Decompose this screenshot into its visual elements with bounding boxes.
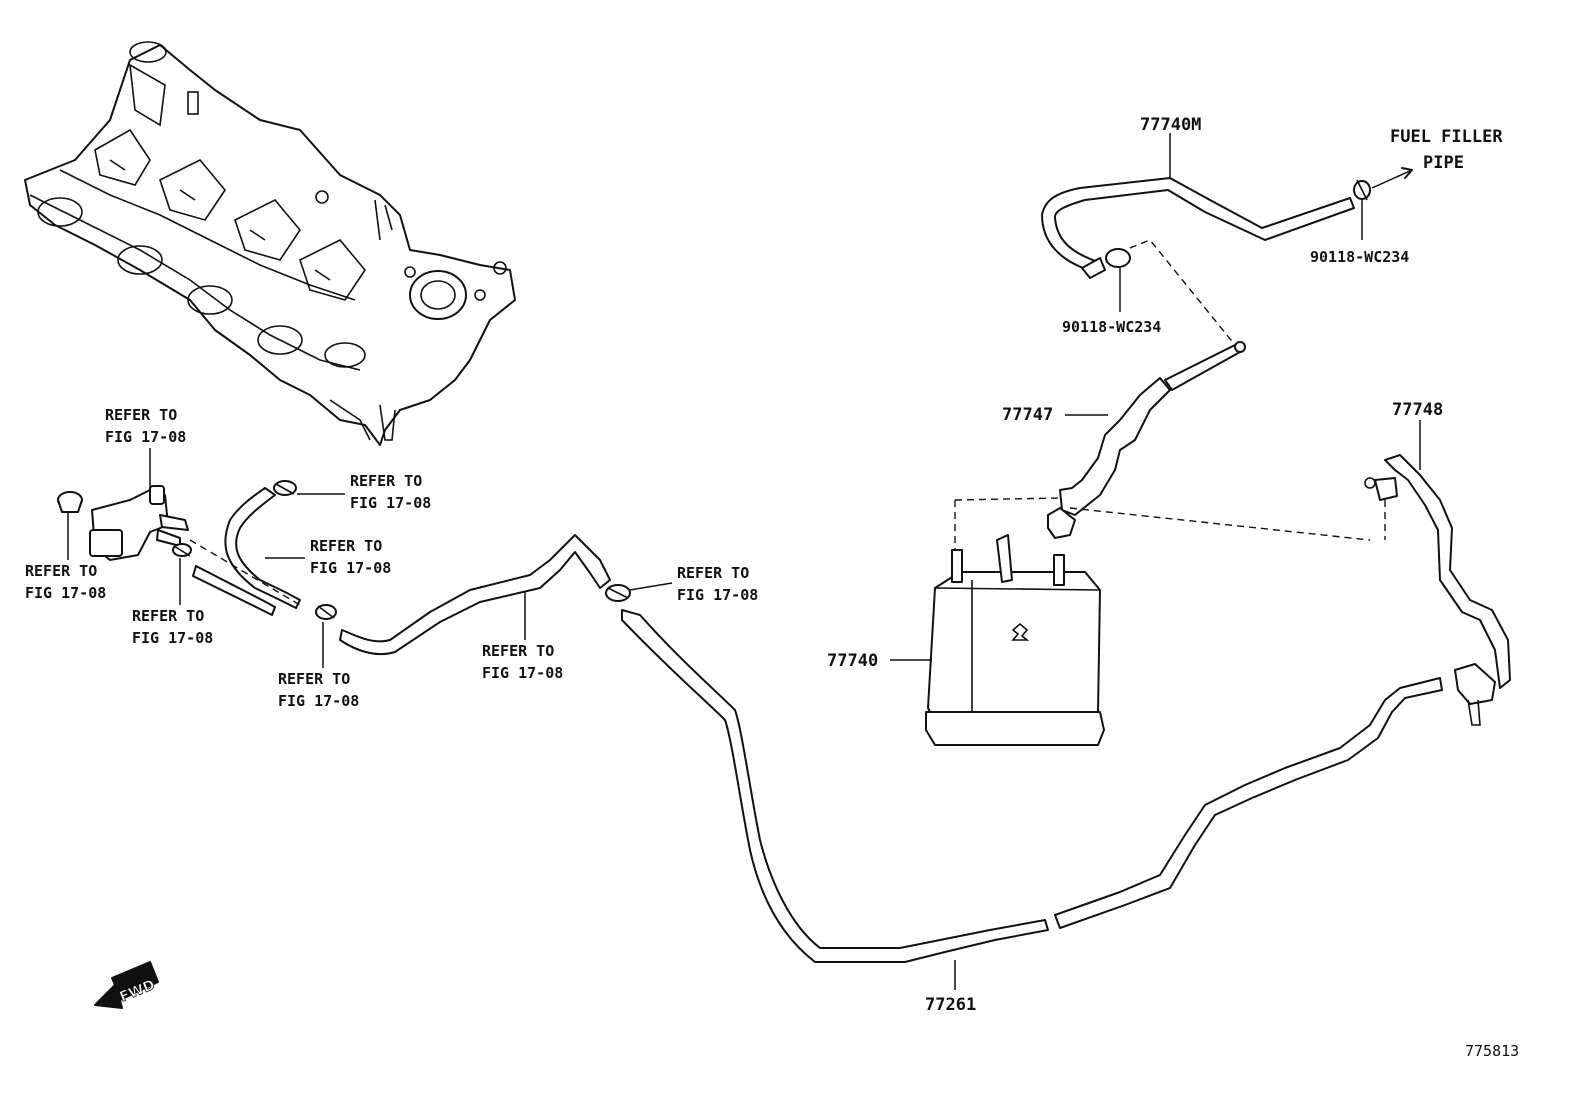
ref-vsv-line1: REFER TO bbox=[105, 406, 177, 424]
intake-manifold bbox=[24, 41, 516, 446]
hose-clip-upper bbox=[273, 480, 297, 496]
label-clip-top-mid: 90118-WC234 bbox=[1062, 318, 1161, 336]
ref-clip-upper-line1: REFER TO bbox=[350, 472, 422, 490]
label-fuel-filler-1: FUEL FILLER bbox=[1390, 127, 1503, 147]
purge-hose bbox=[339, 534, 611, 656]
hose-77747 bbox=[1047, 341, 1371, 541]
ref-grommet-line2: FIG 17-08 bbox=[25, 584, 106, 602]
hose-clip-top-right bbox=[1353, 179, 1371, 201]
hose-77748 bbox=[1364, 454, 1511, 726]
leader-lines bbox=[67, 133, 1421, 990]
label-77747: 77747 bbox=[1002, 405, 1053, 425]
hose-clip-lower bbox=[315, 604, 337, 620]
ref-clip-mid-line1: REFER TO bbox=[677, 564, 749, 582]
ref-purge-hose-line1: REFER TO bbox=[482, 642, 554, 660]
fuel-filler-arrowhead bbox=[1401, 167, 1413, 179]
ref-grommet-line1: REFER TO bbox=[25, 562, 97, 580]
hose-77740m bbox=[1041, 177, 1355, 346]
label-clip-top-right: 90118-WC234 bbox=[1310, 248, 1409, 266]
label-77261: 77261 bbox=[925, 995, 976, 1015]
label-fuel-filler-2: PIPE bbox=[1423, 153, 1464, 173]
fuel-filler-arrow bbox=[1371, 169, 1413, 189]
ref-clip-mid-line2: FIG 17-08 bbox=[677, 586, 758, 604]
hose-clip-mid bbox=[605, 584, 631, 602]
vsv-hose bbox=[189, 487, 301, 616]
charcoal-canister bbox=[925, 497, 1105, 746]
fuel-vapor-tube bbox=[621, 609, 1443, 963]
ref-clip-left-line1: REFER TO bbox=[132, 607, 204, 625]
diagram-number: 775813 bbox=[1465, 1042, 1519, 1060]
ref-clip-lower-line2: FIG 17-08 bbox=[278, 692, 359, 710]
label-77748: 77748 bbox=[1392, 400, 1443, 420]
ref-clip-left-line2: FIG 17-08 bbox=[132, 629, 213, 647]
hose-clip-left bbox=[172, 543, 192, 557]
ref-vsv-hose-line2: FIG 17-08 bbox=[310, 559, 391, 577]
ref-clip-lower-line1: REFER TO bbox=[278, 670, 350, 688]
ref-vsv-line2: FIG 17-08 bbox=[105, 428, 186, 446]
label-77740m: 77740M bbox=[1140, 115, 1201, 135]
grommet bbox=[57, 491, 83, 513]
vsv-valve bbox=[89, 485, 189, 561]
ref-purge-hose-line2: FIG 17-08 bbox=[482, 664, 563, 682]
label-77740: 77740 bbox=[827, 651, 878, 671]
ref-vsv-hose-line1: REFER TO bbox=[310, 537, 382, 555]
ref-clip-upper-line2: FIG 17-08 bbox=[350, 494, 431, 512]
fwd-arrow-icon: FWD bbox=[94, 961, 159, 1009]
